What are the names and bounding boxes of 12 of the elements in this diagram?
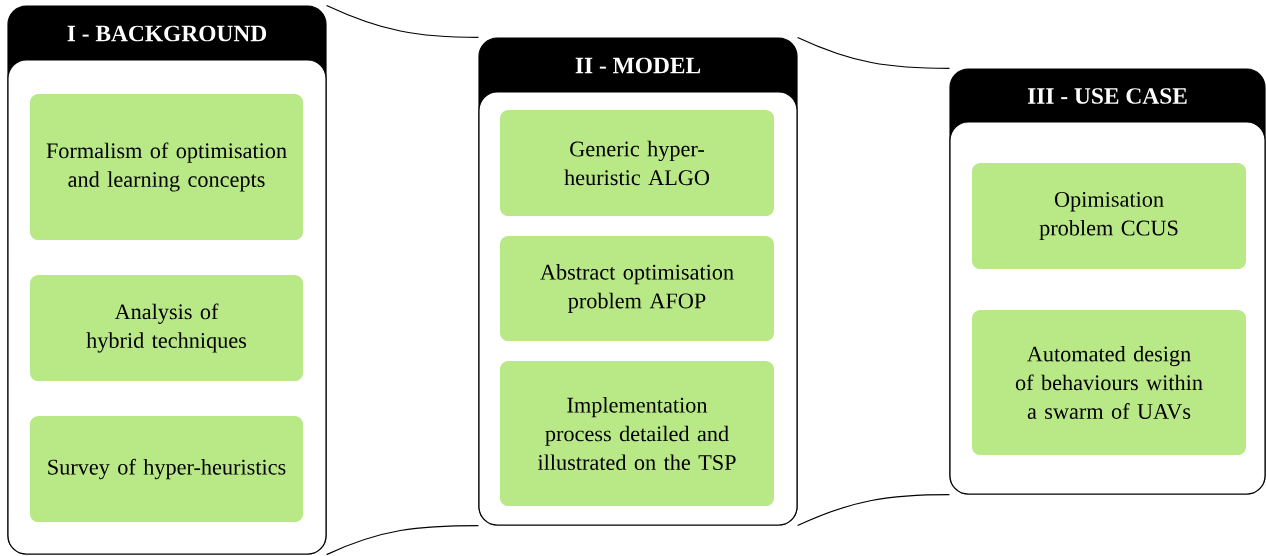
connector-curve — [797, 36, 950, 69]
text-box: Implementation process detailed and illustrated on the TSP — [500, 361, 774, 506]
connector-curve — [797, 494, 950, 527]
text-box: Generic hyper-heuristic ALGO — [500, 110, 774, 216]
text-box: Analysis of hybrid techniques — [30, 275, 303, 381]
text-box: Automated design of behaviours within a swarm of UAVs — [972, 310, 1246, 455]
text-box: Opimisation problem CCUS — [972, 163, 1246, 269]
text-box: Survey of hyper-heuristics — [30, 416, 303, 522]
connector-curve — [326, 525, 479, 556]
text-box: Formalism of optimisation and learning concepts — [30, 94, 303, 240]
connector-curve — [326, 4, 479, 38]
text-box: Abstract optimisation problem AFOP — [500, 236, 774, 341]
